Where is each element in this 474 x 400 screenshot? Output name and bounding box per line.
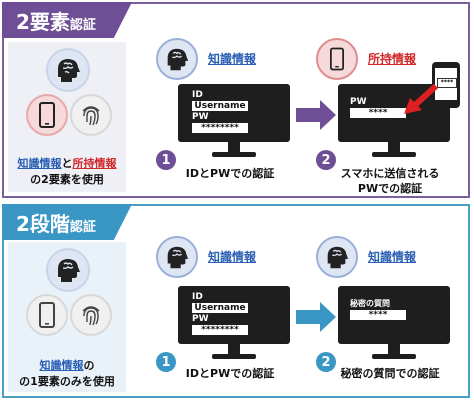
fingerprint-icon: [70, 294, 112, 336]
step2-caption: 秘密の質問での認証: [340, 367, 440, 380]
step-number-2: 2: [316, 352, 336, 372]
step-number-1: 1: [156, 150, 176, 170]
brain-icon: [156, 38, 198, 80]
smartphone-icon: ****: [432, 62, 460, 108]
smartphone-icon: [26, 94, 68, 136]
arrow-right-icon: [296, 100, 336, 134]
step-number-2: 2: [316, 150, 336, 170]
brain-icon: [316, 236, 358, 278]
step2-caption: スマホに送信される PWでの認証: [340, 167, 440, 195]
fingerprint-icon: [70, 94, 112, 136]
two-factor-factors-box: 知識情報と所持情報 の2要素を使用: [8, 42, 126, 192]
red-arrow-icon: [404, 83, 439, 118]
arrow-right-icon: [296, 302, 336, 336]
two-factor-caption: 知識情報と所持情報 の2要素を使用: [17, 157, 117, 186]
knowledge-info-label: 知識情報: [208, 250, 257, 264]
monitor-icon: ID Username PW ********: [178, 286, 290, 362]
smartphone-icon: [26, 294, 68, 336]
brain-icon: [156, 236, 198, 278]
knowledge-info-label: 知識情報: [208, 52, 257, 66]
brain-icon: [46, 248, 90, 292]
knowledge-info-label-2: 知識情報: [368, 250, 417, 264]
two-step-caption: 知識情報の の1要素のみを使用: [19, 359, 115, 388]
brain-icon: [46, 48, 90, 92]
step1-caption: IDとPWでの認証: [185, 167, 275, 180]
monitor-icon: 秘密の質問 ****: [338, 286, 450, 362]
monitor-icon: ID Username PW ********: [178, 84, 290, 160]
two-step-factors-box: 知識情報の の1要素のみを使用: [8, 242, 126, 392]
possession-info-label: 所持情報: [368, 52, 417, 66]
smartphone-icon: [316, 38, 358, 80]
step1-caption: IDとPWでの認証: [185, 367, 275, 380]
step-number-1: 1: [156, 352, 176, 372]
